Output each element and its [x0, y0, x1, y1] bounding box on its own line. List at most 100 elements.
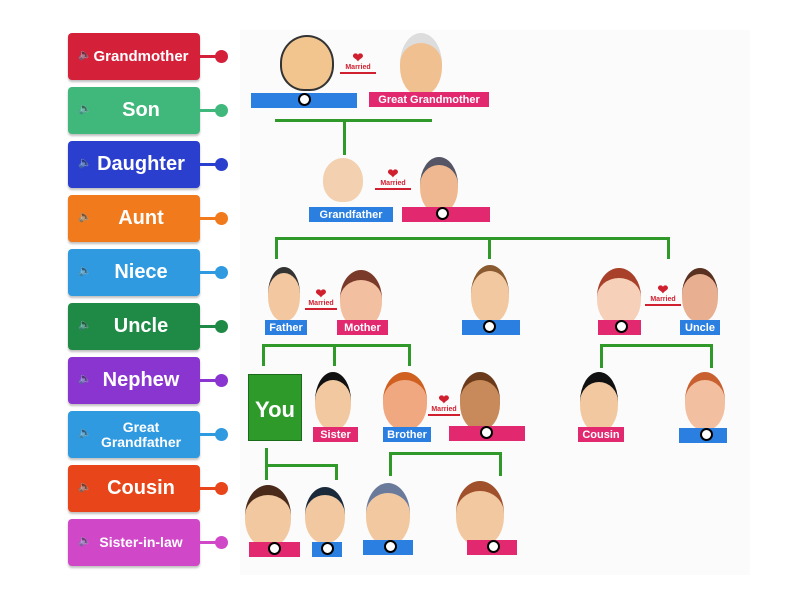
tree-line [408, 344, 411, 366]
uncle-avatar [471, 265, 509, 323]
drop-target[interactable] [615, 320, 628, 333]
tree-line [265, 464, 337, 467]
father-label: Father [265, 320, 307, 335]
label-button-sister-in-law[interactable]: 🔈Sister-in-law [68, 519, 200, 566]
drop-zone-niece[interactable] [467, 540, 517, 555]
drop-target[interactable] [298, 93, 311, 106]
tree-line [389, 452, 392, 476]
drop-target[interactable] [436, 207, 449, 220]
drop-target[interactable] [321, 542, 334, 555]
drop-zone-uncle[interactable] [462, 320, 520, 335]
heart-icon: ❤ [315, 286, 327, 301]
drop-zone-sister-in-law[interactable] [449, 426, 525, 441]
speaker-icon[interactable]: 🔈 [78, 481, 92, 493]
sister-avatar [315, 372, 351, 430]
drop-zone-grandmother[interactable] [402, 207, 490, 222]
label-button-great-grandfather[interactable]: 🔈Great Grandfather [68, 411, 200, 458]
drag-handle[interactable] [215, 320, 228, 333]
connector-stem [200, 163, 216, 166]
daughter-avatar [245, 485, 291, 547]
speaker-icon[interactable]: 🔈 [78, 373, 92, 385]
drag-handle[interactable] [215, 104, 228, 117]
married-marker: ❤Married [645, 282, 681, 306]
label-button-son[interactable]: 🔈 Son [68, 87, 200, 134]
tree-line [335, 464, 338, 480]
heart-icon: ❤ [352, 50, 364, 65]
label-button-cousin[interactable]: 🔈 Cousin [68, 465, 200, 512]
drop-zone-son[interactable] [312, 542, 342, 557]
tree-line [343, 119, 346, 155]
married-label: Married [380, 180, 406, 187]
drag-handle[interactable] [215, 482, 228, 495]
label-text: Uncle [113, 315, 169, 337]
connector-stem [200, 379, 216, 382]
sister-label: Sister [313, 427, 358, 442]
grandmother-avatar [420, 157, 458, 213]
drag-handle[interactable] [215, 158, 228, 171]
speaker-icon[interactable]: 🔈 [78, 535, 92, 547]
cousin-label: Cousin [578, 427, 624, 442]
speaker-icon[interactable]: 🔈 [78, 211, 92, 223]
tree-line [600, 344, 713, 347]
tree-line [262, 344, 411, 347]
drop-target[interactable] [487, 540, 500, 553]
drag-handle[interactable] [215, 266, 228, 279]
label-button-aunt[interactable]: 🔈Aunt [68, 195, 200, 242]
married-label: Married [650, 296, 676, 303]
label-button-daughter[interactable]: 🔈 Daughter [68, 141, 200, 188]
label-text: Son [122, 99, 160, 121]
niece-avatar [456, 481, 504, 546]
speaker-icon[interactable]: 🔈 [78, 265, 92, 277]
drop-zone-great-grandfather[interactable] [251, 93, 357, 108]
drag-handle[interactable] [215, 50, 228, 63]
drag-handle[interactable] [215, 428, 228, 441]
drop-target[interactable] [268, 542, 281, 555]
married-marker: ❤Married [428, 392, 460, 416]
label-text: Daughter [97, 153, 185, 175]
label-button-niece[interactable]: 🔈Niece [68, 249, 200, 296]
connector-stem [200, 325, 216, 328]
heart-icon: ❤ [438, 392, 450, 407]
mother-label: Mother [337, 320, 388, 335]
drag-handle[interactable] [215, 374, 228, 387]
connector-stem [200, 271, 216, 274]
label-button-uncle[interactable]: 🔈 Uncle [68, 303, 200, 350]
tree-line [275, 119, 432, 122]
aunt-avatar [597, 268, 641, 326]
speaker-icon[interactable]: 🔈 [78, 49, 92, 61]
label-text: Grandmother [93, 47, 189, 65]
drop-zone-aunt[interactable] [598, 320, 641, 335]
uncle-by-marriage-avatar [682, 268, 718, 322]
speaker-icon[interactable]: 🔈 [78, 157, 92, 169]
cousin-boy-avatar [685, 372, 725, 430]
speaker-icon[interactable]: 🔈 [78, 319, 92, 331]
speaker-icon[interactable]: 🔈 [78, 427, 92, 439]
drop-zone-cousin[interactable] [679, 428, 727, 443]
tree-line [710, 344, 713, 368]
grandfather-avatar [323, 158, 363, 202]
label-text: Nephew [102, 369, 180, 391]
tree-line [333, 344, 336, 366]
tree-line [600, 344, 603, 368]
grandfather-label: Grandfather [309, 207, 393, 222]
drop-target[interactable] [384, 540, 397, 553]
label-text: Cousin [107, 477, 175, 499]
drop-target[interactable] [480, 426, 493, 439]
connector-stem [200, 487, 216, 490]
drag-handle[interactable] [215, 536, 228, 549]
label-button-nephew[interactable]: 🔈 Nephew [68, 357, 200, 404]
heart-icon: ❤ [657, 282, 669, 297]
label-button-grandmother[interactable]: 🔈Grandmother [68, 33, 200, 80]
tree-line [275, 237, 670, 240]
drop-target[interactable] [483, 320, 496, 333]
drop-target[interactable] [700, 428, 713, 441]
great-grandfather-avatar [280, 35, 334, 91]
connector-stem [200, 109, 216, 112]
drop-zone-daughter[interactable] [249, 542, 300, 557]
mother-avatar [340, 270, 382, 328]
tree-line [262, 344, 265, 366]
speaker-icon[interactable]: 🔈 [78, 103, 92, 115]
drag-handle[interactable] [215, 212, 228, 225]
married-marker: ❤Married [305, 286, 337, 310]
drop-zone-nephew[interactable] [363, 540, 413, 555]
